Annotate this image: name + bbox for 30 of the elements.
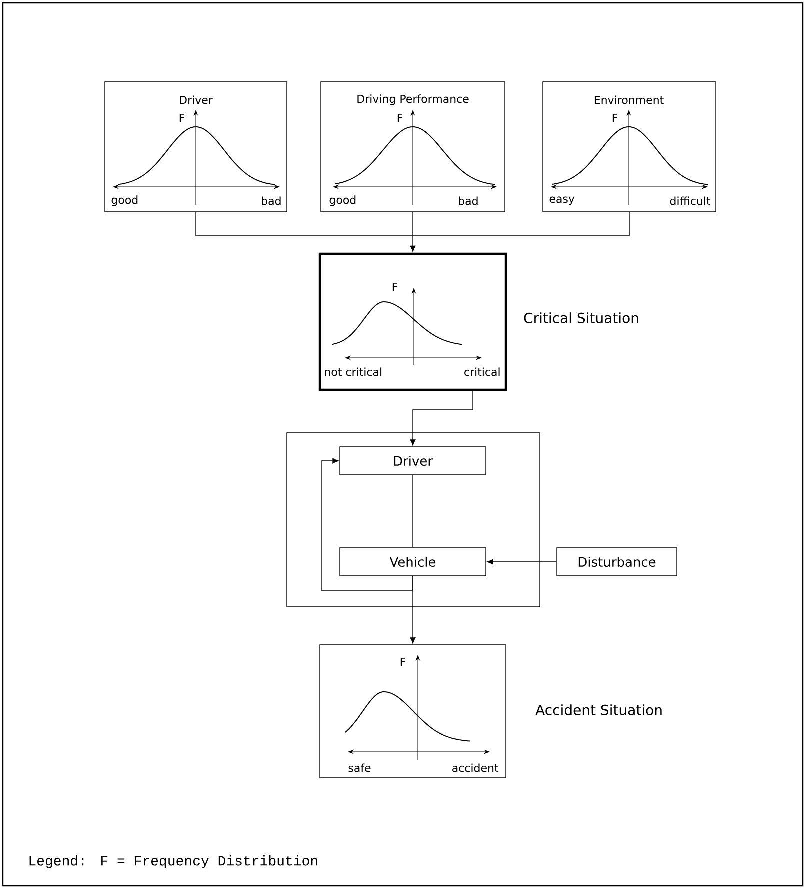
distribution-box bbox=[320, 644, 662, 778]
distribution-box bbox=[318, 252, 638, 392]
loop-frame bbox=[286, 432, 540, 608]
box-title: Driving Performance bbox=[356, 94, 470, 106]
axis-label: good bbox=[328, 194, 358, 208]
process-box: Disturbance bbox=[556, 548, 678, 576]
axis-label: easy bbox=[548, 196, 576, 206]
axis-label: not critical bbox=[323, 366, 384, 378]
arrow bbox=[410, 390, 474, 446]
axis-label: safe bbox=[347, 762, 372, 774]
legend-text: F = Frequency Distribution bbox=[102, 855, 318, 869]
distribution-box bbox=[542, 82, 716, 212]
arrow bbox=[410, 576, 416, 644]
arrow bbox=[322, 458, 414, 592]
axis-label: bad bbox=[260, 196, 283, 206]
arrow bbox=[487, 559, 557, 565]
box-title: Driver bbox=[178, 94, 214, 106]
axis-label: difficult bbox=[668, 196, 712, 206]
arrow bbox=[410, 236, 416, 252]
legend-text: Legend: bbox=[30, 855, 84, 869]
situation-label: Critical Situation bbox=[524, 312, 638, 324]
process-box: Vehicle bbox=[340, 548, 486, 576]
axis-label: critical bbox=[462, 366, 502, 378]
process-box: Driver bbox=[340, 446, 486, 476]
situation-label: Accident Situation bbox=[536, 704, 662, 716]
distribution-box bbox=[104, 82, 288, 212]
box-title: Environment bbox=[592, 94, 666, 106]
axis-label: good bbox=[110, 194, 140, 208]
axis-label: bad bbox=[457, 196, 480, 206]
distribution-box bbox=[320, 82, 506, 212]
